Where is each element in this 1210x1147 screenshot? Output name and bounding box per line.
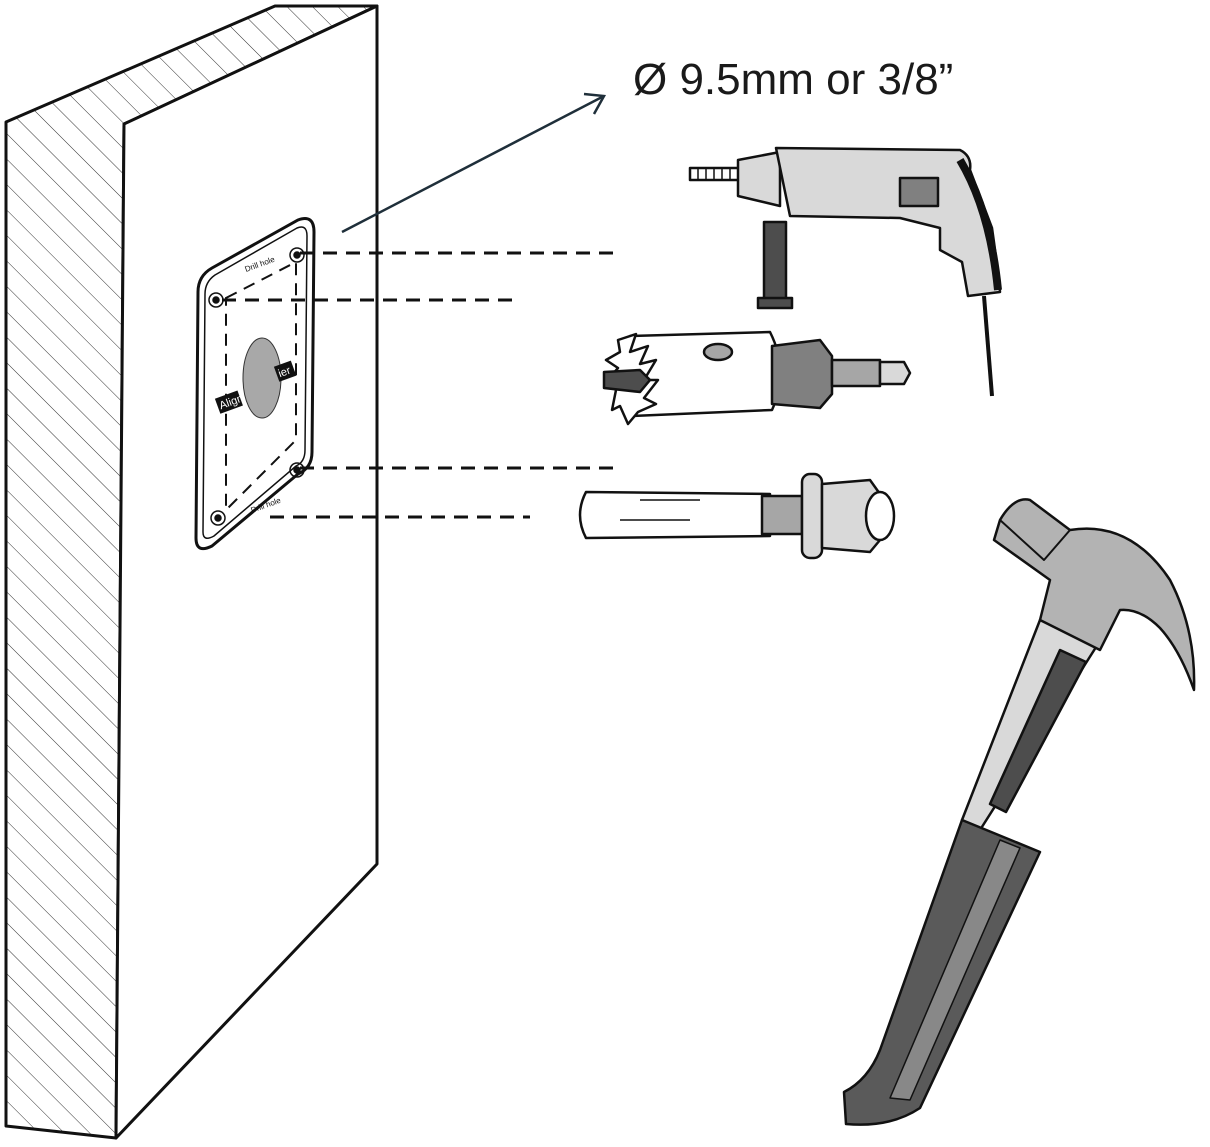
wall: [4, 4, 379, 1140]
wall-front-face: [114, 4, 379, 1140]
guide-lines: [222, 251, 615, 519]
hole-diameter-label: Ø 9.5mm or 3/8”: [633, 55, 953, 104]
power-drill-icon: [688, 146, 1002, 397]
hammer-icon: [842, 498, 1196, 1126]
drill-hole-marker: [208, 247, 305, 526]
annotation-arrow: [341, 92, 607, 234]
anchor-bolt-icon: [578, 472, 896, 560]
center-hole-circle: [242, 337, 282, 419]
hole-saw-bit-icon: [602, 330, 912, 426]
template-label-ier: ier: [277, 365, 293, 381]
